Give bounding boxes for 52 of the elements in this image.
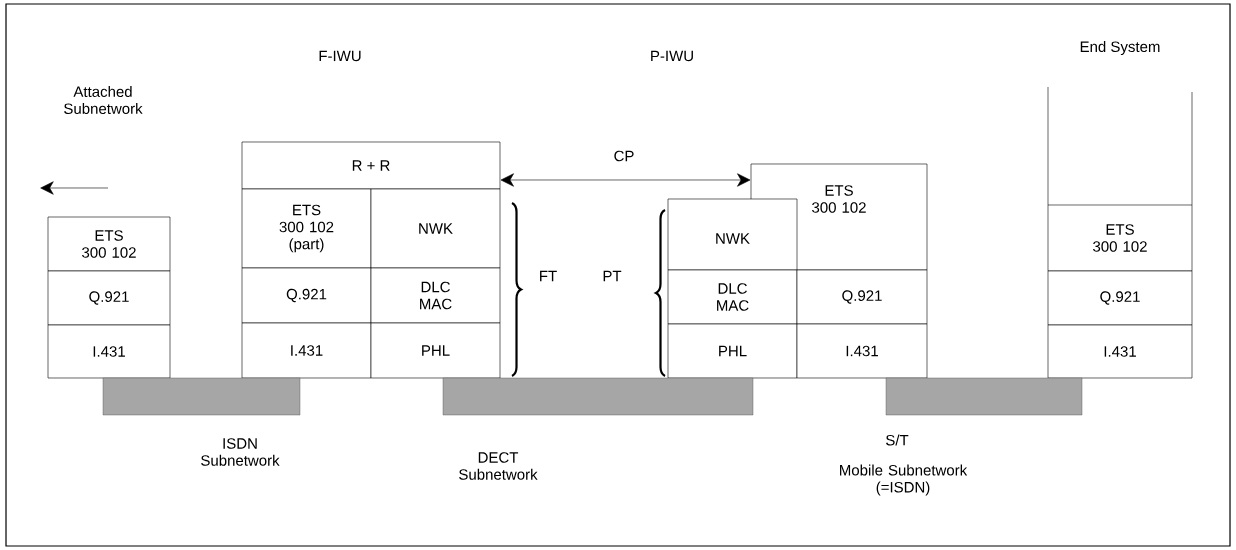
brace-label: PT xyxy=(603,270,622,282)
node-label: ETS 300 102 xyxy=(812,185,866,213)
double-arrow xyxy=(500,173,751,187)
brace-label: FT xyxy=(540,270,557,282)
subnetwork-label: DECT Subnetwork xyxy=(459,452,538,480)
protocol-cell xyxy=(47,216,171,272)
protocol-cell xyxy=(667,323,798,379)
node-label: Q.921 xyxy=(286,288,327,303)
protocol-cell xyxy=(241,322,372,379)
node-label: ETS 300 102 xyxy=(82,230,136,258)
subnetwork-label: S/T xyxy=(886,434,909,446)
protocol-cell xyxy=(241,141,501,190)
subnetwork-bar xyxy=(102,377,301,416)
node-label: NWK xyxy=(716,233,750,244)
node-label: I.431 xyxy=(846,345,878,357)
protocol-cell xyxy=(47,324,171,379)
node-label: Q.921 xyxy=(89,291,129,305)
subnetwork-bar xyxy=(885,377,1083,416)
node-label: Q.921 xyxy=(1100,291,1140,305)
protocol-cell xyxy=(796,269,928,325)
subnetwork-bar xyxy=(442,377,754,416)
node-label: PHL xyxy=(422,345,450,356)
node-label: Q.921 xyxy=(842,290,882,304)
protocol-cell xyxy=(667,198,798,271)
protocol-cell xyxy=(1047,204,1193,272)
node-label: I.431 xyxy=(93,346,125,357)
node-label: ETS 300 102 (part) xyxy=(279,204,334,253)
node-label: DLC MAC xyxy=(717,283,749,311)
node-label: I.431 xyxy=(1104,346,1136,357)
node-label: NWK xyxy=(419,223,453,234)
node-label: PHL xyxy=(719,345,747,357)
protocol-cell xyxy=(370,188,501,269)
node-label: I.431 xyxy=(291,345,323,356)
subnetwork-label: Mobile Subnetwork (=ISDN) xyxy=(840,464,968,496)
heading: F-IWU xyxy=(319,50,361,62)
edge-label: CP xyxy=(612,149,636,163)
subnetwork-label: ISDN Subnetwork xyxy=(201,438,280,466)
node-label: R + R xyxy=(352,160,390,171)
node-label: DLC MAC xyxy=(420,281,452,310)
node-label: ETS 300 102 xyxy=(1093,224,1147,252)
protocol-cell xyxy=(241,267,372,324)
protocol-cell xyxy=(241,188,372,269)
heading: End System xyxy=(1080,41,1160,55)
protocol-cell xyxy=(796,323,928,379)
protocol-cell xyxy=(370,322,501,379)
protocol-cell xyxy=(47,270,171,326)
protocol-cell xyxy=(667,269,798,325)
heading: P-IWU xyxy=(651,50,693,62)
protocol-cell xyxy=(1047,324,1193,379)
protocol-cell xyxy=(370,267,501,324)
heading: Attached Subnetwork xyxy=(64,86,143,114)
protocol-cell xyxy=(1047,270,1193,326)
